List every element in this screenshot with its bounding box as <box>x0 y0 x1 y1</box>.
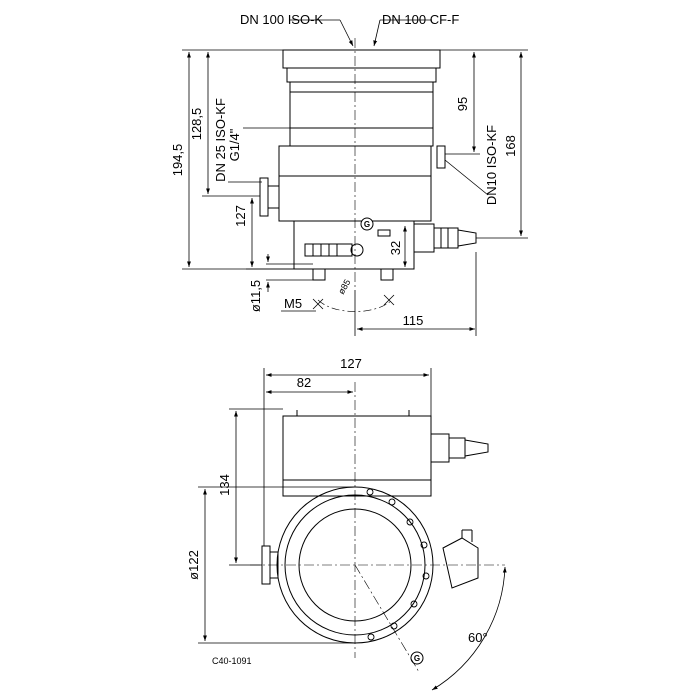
drawing-id: C40-1091 <box>212 656 252 666</box>
label-iso-k: DN 100 ISO-K <box>240 12 323 27</box>
svg-text:G: G <box>414 654 420 663</box>
hose-nut <box>350 243 364 257</box>
svg-text:G: G <box>364 220 370 229</box>
hose-barb <box>304 243 353 257</box>
m5-cross-right <box>383 294 395 306</box>
side-view <box>259 49 477 281</box>
dim-134: 134 <box>217 474 232 496</box>
dia-122: ø122 <box>186 550 201 580</box>
top-view <box>261 410 489 644</box>
label-dn10: DN10 ISO-KF <box>484 125 499 205</box>
dimension-lines-top <box>198 368 507 691</box>
centerlines-top <box>250 382 505 673</box>
top-connector <box>430 433 450 463</box>
dim-127-side: 127 <box>233 205 248 227</box>
dim-194-5: 194,5 <box>170 144 185 177</box>
label-dn25: DN 25 ISO-KF <box>213 98 228 182</box>
m5-cross-left <box>312 298 324 310</box>
foot-right <box>380 268 394 281</box>
dim-128-5: 128,5 <box>189 108 204 141</box>
dim-115: 115 <box>403 313 424 328</box>
bolt-holes <box>366 488 430 641</box>
label-g14: G1/4" <box>227 128 242 161</box>
top-body-outline <box>282 415 432 497</box>
angle-60: 60° <box>468 630 488 645</box>
elbow-connector <box>442 537 479 589</box>
dimension-lines-side <box>182 19 528 336</box>
grounding-symbol-side: G <box>360 217 374 231</box>
dia-85: ø85 <box>336 278 352 296</box>
dn25-port <box>259 177 269 217</box>
foot-left <box>312 268 326 281</box>
dim-32: 32 <box>388 241 403 255</box>
dim-82: 82 <box>297 375 311 390</box>
grounding-symbol-top: G <box>410 651 424 665</box>
top-flange <box>282 49 441 69</box>
dim-95: 95 <box>455 97 470 111</box>
connector-body <box>413 223 435 253</box>
label-cf-f: DN 100 CF-F <box>382 12 459 27</box>
label-m5: M5 <box>284 296 302 311</box>
dim-127-top: 127 <box>340 356 362 371</box>
flange-neck <box>286 67 437 83</box>
vent-valve <box>436 145 446 169</box>
dia-11-5: ø11,5 <box>248 280 263 312</box>
dim-168: 168 <box>503 135 518 157</box>
